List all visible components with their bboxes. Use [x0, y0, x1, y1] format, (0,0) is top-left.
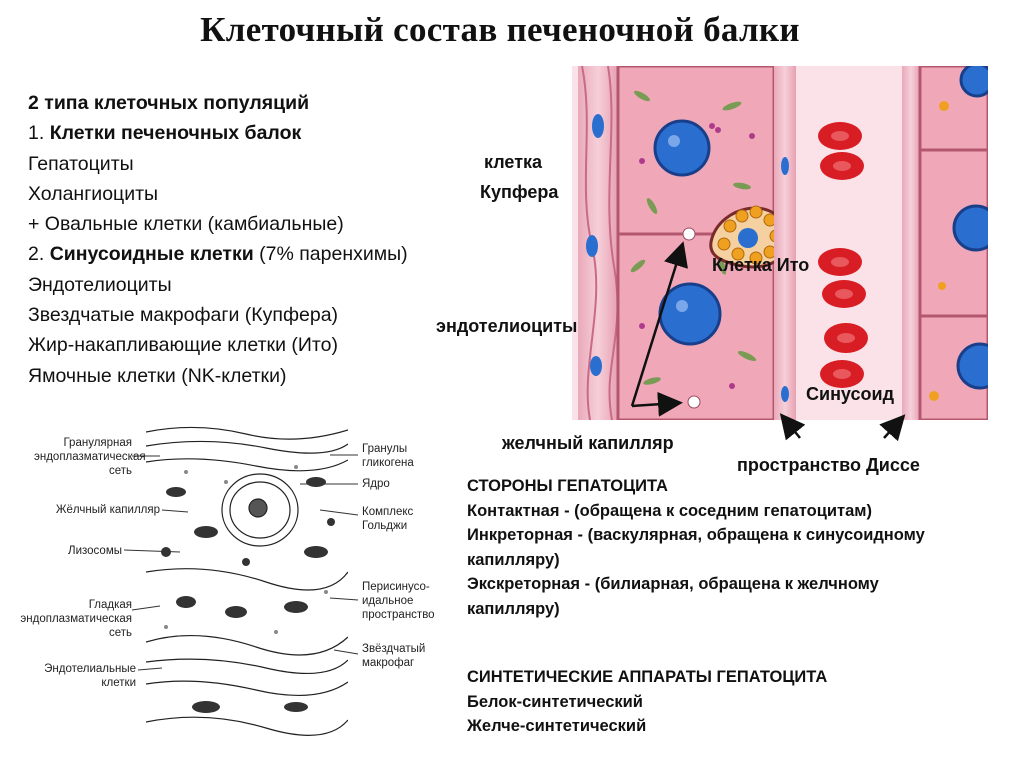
red-blood-cells: [818, 122, 868, 388]
page-title: Клеточный состав печеночной балки: [200, 10, 800, 49]
disse-space-label: пространство Диссе: [737, 455, 920, 475]
sides-incretory: Инкреторная - (васкулярная, обращена к с…: [467, 526, 925, 544]
list-item: Эндотелиоциты: [28, 273, 172, 296]
hepatocyte-sides-block: СТОРОНЫ ГЕПАТОЦИТА Контактная - (обращен…: [467, 474, 925, 621]
hepatocyte-nucleus: [956, 342, 988, 390]
electron-micrograph-sketch: [146, 422, 348, 742]
ito-cell-illustration: [709, 205, 788, 269]
bile-capillary-label: желчный капилляр: [502, 433, 674, 453]
sides-heading: СТОРОНЫ ГЕПАТОЦИТА: [467, 477, 668, 495]
list-number: 1.: [28, 122, 50, 145]
em-label-lysosomes: Лизосомы: [68, 545, 122, 557]
list-item: Ямочные клетки (NK-клетки): [28, 364, 287, 387]
cell-populations-list: 2 типа клеточных популяций 1. Клетки печ…: [28, 88, 408, 391]
kupffer-label-line1: клетка: [484, 152, 543, 172]
em-label-nucleus: Ядро: [362, 478, 390, 490]
list-number: 2.: [28, 243, 50, 266]
list-item: Жир-накапливающие клетки (Ито): [28, 334, 338, 357]
sides-incretory-cont: капилляру): [467, 550, 560, 569]
hepatocyte-nucleus: [653, 119, 711, 177]
liver-plate-illustration: [572, 66, 988, 420]
hepatocyte-nucleus: [952, 204, 988, 252]
sinusoid-label: Синусоид: [806, 384, 894, 404]
kupffer-label-line2: Купфера: [480, 182, 559, 202]
ito-cell-label: Клетка Ито: [712, 255, 810, 275]
list-item: 2. Синусоидные клетки (7% паренхимы): [28, 239, 408, 269]
list-heading: 2 типа клеточных популяций: [28, 92, 310, 114]
list-note: (7% паренхимы): [253, 243, 408, 266]
sides-contact: Контактная - (обращена к соседним гепато…: [467, 501, 872, 520]
list-item: 1. Клетки печеночных балок: [28, 118, 408, 148]
synth-heading: СИНТЕТИЧЕСКИЕ АППАРАТЫ ГЕПАТОЦИТА: [467, 668, 828, 686]
endothelial-wall: [774, 66, 796, 420]
em-label-bile-capillary: Жёлчный капилляр: [55, 504, 160, 516]
list-item: + Овальные клетки (камбиальные): [28, 213, 344, 236]
list-bold-term: Клетки печеночных балок: [49, 122, 302, 145]
synth-protein: Белок-синтетический: [467, 692, 643, 711]
synth-bile: Желче-синтетический: [467, 717, 647, 735]
sides-excretory: Экскреторная - (билиарная, обращена к же…: [467, 575, 879, 593]
list-item: Холангиоциты: [28, 182, 159, 205]
list-item: Звездчатые макрофаги (Купфера): [28, 304, 339, 327]
endothelial-wall: [902, 66, 920, 420]
synthetic-apparatus-block: СИНТЕТИЧЕСКИЕ АППАРАТЫ ГЕПАТОЦИТА Белок-…: [467, 665, 827, 739]
list-item: Гепатоциты: [28, 152, 134, 175]
sides-excretory-cont: капилляру): [467, 599, 560, 618]
list-bold-term: Синусоидные клетки: [49, 243, 254, 266]
endotheliocytes-label: эндотелиоциты: [436, 316, 578, 336]
